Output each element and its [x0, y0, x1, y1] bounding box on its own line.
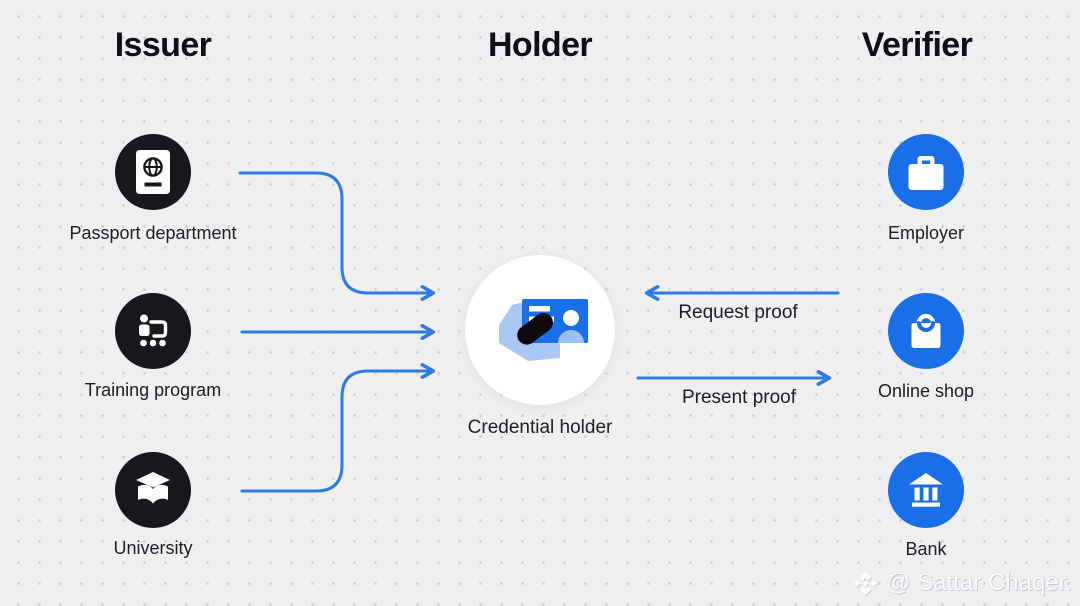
node-university [115, 452, 191, 528]
request-proof-label: Request proof [678, 302, 798, 323]
node-training-program [115, 293, 191, 369]
passport-icon [136, 150, 170, 194]
node-bank [888, 452, 964, 528]
node-label-training-program: Training program [84, 380, 222, 400]
graduation-book-icon [136, 472, 170, 504]
node-label-university: University [113, 538, 193, 558]
node-label-employer: Employer [887, 223, 965, 243]
present-proof-label: Present proof [681, 387, 797, 408]
holder-column-title: Holder [487, 26, 593, 64]
node-label-credential-holder: Credential holder [467, 417, 613, 438]
node-online-shop [888, 293, 964, 369]
watermark-text: @ Sattar Chaqer. [886, 569, 1072, 596]
watermark: @ Sattar Chaqer. [852, 569, 1072, 597]
node-passport-department [115, 134, 191, 210]
training-icon [139, 314, 168, 347]
shopping-bag-icon [911, 313, 941, 348]
node-label-online-shop: Online shop [877, 381, 975, 401]
node-credential-holder [465, 255, 615, 405]
briefcase-icon [908, 156, 944, 190]
diamond-logo-icon [854, 571, 878, 595]
bank-icon [909, 473, 943, 507]
verifier-column-title: Verifier [861, 26, 973, 64]
node-employer [888, 134, 964, 210]
id-card-in-hand-icon [499, 299, 588, 361]
node-label-bank: Bank [905, 539, 947, 559]
node-label-passport-department: Passport department [69, 223, 237, 243]
issuer-column-title: Issuer [114, 26, 212, 64]
